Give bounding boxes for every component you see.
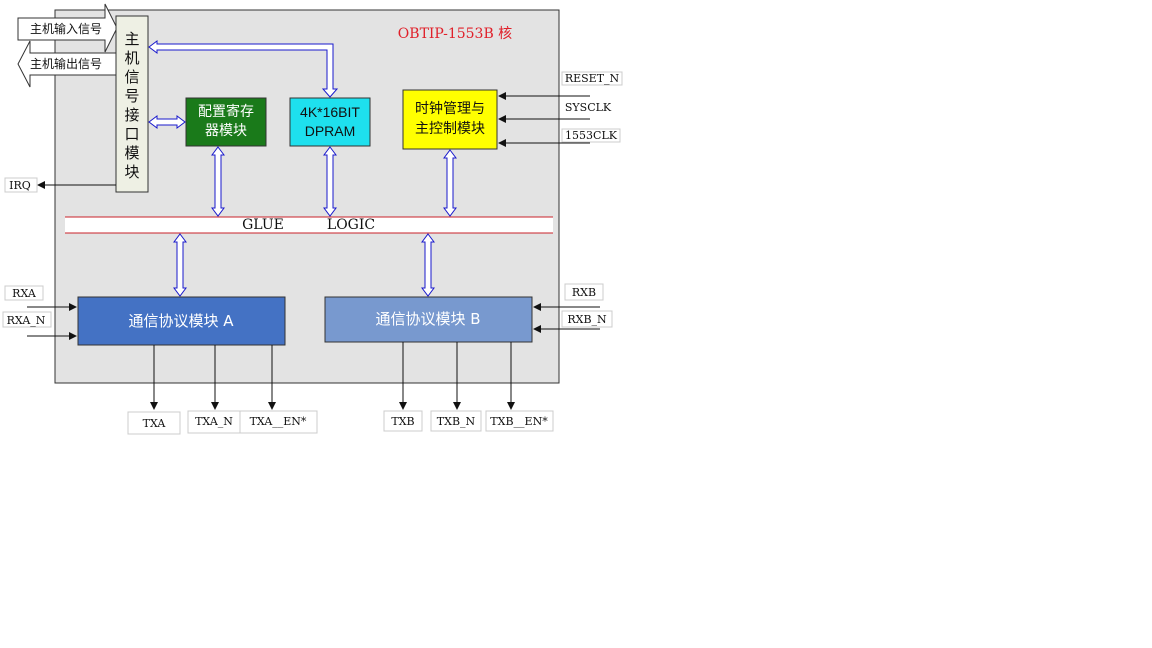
clk1553-label-box	[561, 128, 621, 143]
txa-label-box	[127, 411, 181, 435]
clock-control-module	[402, 89, 498, 150]
rxb-label-box	[564, 283, 604, 301]
comm-protocol-module-b	[324, 296, 533, 343]
glue-comm-a-bus	[173, 233, 187, 297]
host-dpram-bus	[148, 40, 339, 98]
glue-logic-bar	[65, 217, 553, 233]
reset-n-label: RESET_N	[565, 72, 620, 85]
config-module-line2: 器模块	[205, 123, 247, 139]
dpram-line1: 4K*16BIT	[300, 104, 360, 120]
sysclk-label: SYSCLK	[565, 101, 612, 114]
config-register-module	[185, 97, 267, 147]
txb-en-label: TXB__EN*	[490, 415, 548, 428]
host-interface-char: 模	[124, 144, 139, 162]
host-interface-char: 接	[124, 106, 139, 124]
txb-label: TXB	[391, 415, 414, 428]
host-interface-char: 号	[124, 87, 139, 105]
txa-n-label: TXA_N	[195, 415, 233, 428]
host-interface-module	[115, 15, 149, 193]
dpram-module	[289, 97, 371, 147]
host-config-bus	[148, 115, 186, 129]
rxb-n-label: RXB_N	[567, 313, 607, 326]
dpram-line2: DPRAM	[305, 123, 356, 139]
irq-label-box	[4, 177, 38, 193]
logic-label: LOGIC	[327, 217, 375, 233]
clk1553-label: 1553CLK	[565, 129, 618, 142]
host-interface-char: 口	[124, 125, 139, 143]
rxb-n-label-box	[561, 310, 613, 328]
host-input-label: 主机输入信号	[30, 21, 102, 36]
host-interface-char: 信	[124, 68, 139, 86]
core-title: OBTIP-1553B 核	[398, 26, 512, 42]
clock-glue-bus	[443, 149, 457, 217]
dpram-glue-bus	[323, 146, 337, 217]
comm-protocol-module-a	[77, 296, 286, 346]
txb-en-label-box	[485, 410, 554, 432]
glue-comm-b-bus	[421, 233, 435, 297]
txb-n-label-box	[430, 410, 482, 432]
rxb-label: RXB	[572, 286, 596, 299]
host-interface-char: 机	[124, 49, 139, 67]
txa-en-label: TXA__EN*	[250, 415, 307, 428]
config-glue-bus	[211, 146, 225, 217]
txb-label-box	[383, 410, 423, 432]
bus-connections	[148, 40, 457, 297]
rxa-label-box	[4, 285, 44, 301]
rxa-label: RXA	[12, 287, 37, 300]
rxa-n-label-box	[2, 311, 52, 328]
clock-module-line1: 时钟管理与	[415, 100, 485, 117]
host-interface-char: 块	[124, 163, 139, 181]
irq-label: IRQ	[9, 179, 31, 192]
comm-a-label: 通信协议模块 A	[128, 312, 234, 330]
txa-label: TXA	[143, 417, 167, 430]
host-interface-char: 主	[124, 30, 139, 48]
host-input-arrow	[17, 3, 118, 53]
host-output-arrow	[17, 40, 118, 88]
config-module-line1: 配置寄存	[198, 103, 254, 120]
txb-n-label: TXB_N	[437, 415, 476, 428]
glue-label: GLUE	[242, 217, 284, 233]
txa-en-label-box	[239, 410, 318, 434]
rxa-n-label: RXA_N	[7, 314, 46, 327]
reset-label-box	[561, 71, 623, 86]
clock-module-line2: 主控制模块	[415, 121, 485, 137]
host-output-label: 主机输出信号	[30, 56, 102, 71]
comm-b-label: 通信协议模块 B	[375, 310, 480, 328]
